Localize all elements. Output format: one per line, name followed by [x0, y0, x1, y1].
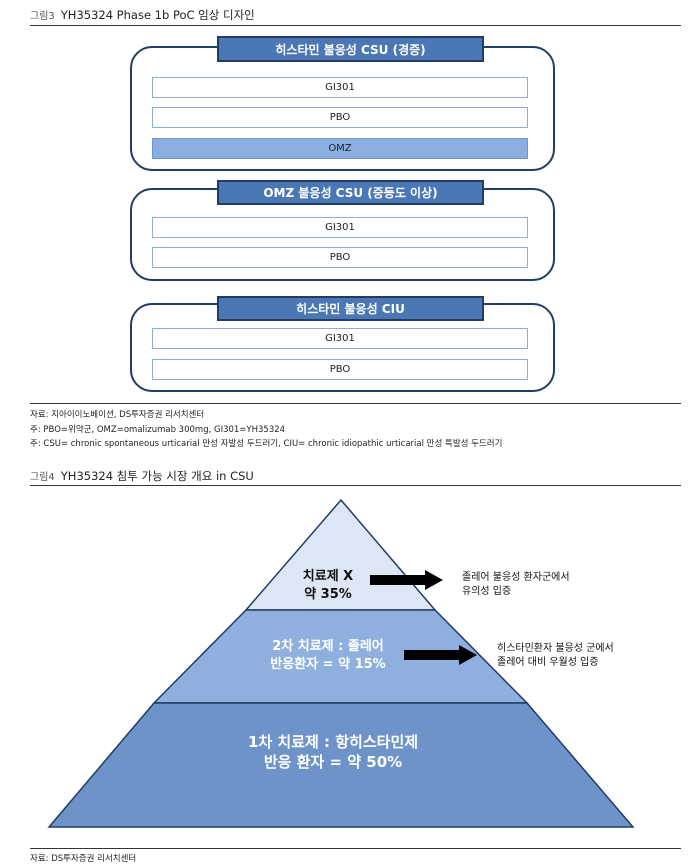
tier-middle-line2: 반응환자 = 약 15%: [270, 656, 385, 672]
figure3-number: 그림3: [30, 11, 55, 22]
group1-row-pbo: PBO: [152, 107, 528, 128]
figure4-number: 그림4: [30, 472, 55, 483]
figure4-title: YH35324 침투 가능 시장 개요 in CSU: [60, 469, 254, 483]
figure3-source-note: 자료: 지아이이노베이션, DS투자증권 리서치센터: [30, 410, 205, 420]
callout2-line1: 히스타민환자 불응성 군에서: [497, 642, 614, 654]
group2-header: OMZ 불응성 CSU (중등도 이상): [217, 180, 484, 205]
group3-row-pbo: PBO: [152, 359, 528, 380]
callout-arrow-2: [404, 645, 477, 665]
group2-row-gi301: GI301: [152, 217, 528, 238]
tier-top-line1: 치료제 X: [303, 568, 353, 584]
group3-header: 히스타민 불응성 CIU: [217, 296, 484, 321]
figure4-source-note: 자료: DS투자증권 리서치센터: [30, 854, 137, 864]
figure3-definition-note: 주: CSU= chronic spontaneous urticarial 만…: [30, 439, 503, 449]
pyramid-tier-bottom: [47, 702, 635, 828]
group3-row-gi301: GI301: [152, 328, 528, 349]
figure3-title: YH35324 Phase 1b PoC 임상 디자인: [60, 8, 255, 22]
group1-row-omz: OMZ: [152, 138, 528, 159]
figure3-top-rule: [30, 25, 681, 26]
tier-middle-line1: 2차 치료제 : 졸레어: [272, 638, 384, 654]
figure4-title-block: 그림4 YH35324 침투 가능 시장 개요 in CSU: [30, 468, 254, 484]
group1-header: 히스타민 불응성 CSU (경증): [217, 36, 484, 62]
tier-bottom-line1: 1차 치료제 : 항히스타민제: [248, 733, 418, 751]
figure4-bottom-rule: [30, 848, 681, 849]
figure3-abbrev-note: 주: PBO=위약군, OMZ=omalizumab 300mg, GI301=…: [30, 425, 286, 435]
figure3-title-block: 그림3 YH35324 Phase 1b PoC 임상 디자인: [30, 7, 255, 23]
group1-row-gi301: GI301: [152, 77, 528, 98]
callout-arrow-1: [370, 570, 443, 590]
callout2-line2: 졸레어 대비 우월성 입증: [497, 655, 599, 668]
group2-row-pbo: PBO: [152, 247, 528, 268]
figure4-top-rule: [30, 485, 681, 486]
tier-top-line2: 약 35%: [304, 586, 352, 602]
figure3-bottom-rule: [30, 403, 681, 404]
tier-bottom-line2: 반응 환자 = 약 50%: [264, 753, 402, 771]
callout1-line1: 졸레어 불응성 환자군에서: [462, 571, 570, 583]
callout1-line2: 유의성 입증: [462, 584, 511, 597]
